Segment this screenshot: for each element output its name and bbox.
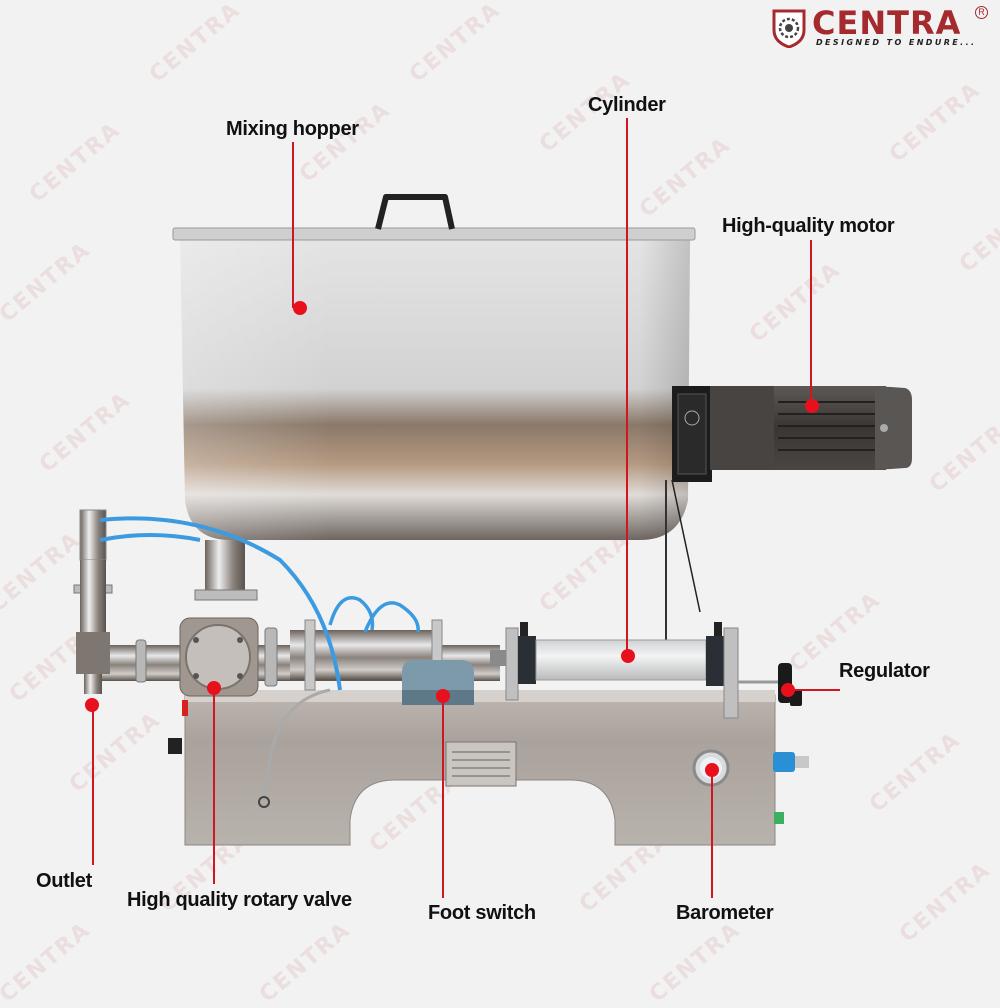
label-high-quality-motor: High-quality motor bbox=[722, 215, 895, 237]
leader-line-barometer bbox=[711, 770, 713, 898]
leader-line-rotary-valve bbox=[213, 688, 215, 884]
leader-line-foot-switch bbox=[442, 696, 444, 898]
label-regulator: Regulator bbox=[839, 660, 930, 682]
marker-dot-barometer bbox=[705, 763, 719, 777]
marker-dot-outlet bbox=[85, 698, 99, 712]
label-cylinder: Cylinder bbox=[588, 94, 666, 116]
marker-dot-motor bbox=[805, 399, 819, 413]
brand-name: CENTRA bbox=[812, 4, 962, 42]
leader-line-motor bbox=[810, 240, 812, 405]
brand-tagline: DESIGNED TO ENDURE... bbox=[816, 38, 977, 47]
leader-line-cylinder bbox=[626, 118, 628, 656]
label-rotary-valve: High quality rotary valve bbox=[127, 889, 352, 911]
marker-dot-cylinder bbox=[621, 649, 635, 663]
brand-logo: CENTRA R DESIGNED TO ENDURE... bbox=[772, 6, 992, 52]
leader-line-outlet bbox=[92, 705, 94, 865]
label-outlet: Outlet bbox=[36, 870, 92, 892]
marker-dot-rotary-valve bbox=[207, 681, 221, 695]
marker-dot-mixing-hopper bbox=[293, 301, 307, 315]
trademark-icon: R bbox=[975, 6, 988, 19]
label-foot-switch: Foot switch bbox=[428, 902, 536, 924]
leader-line-regulator bbox=[788, 689, 840, 691]
marker-dot-foot-switch bbox=[436, 689, 450, 703]
shield-gear-icon bbox=[772, 9, 806, 48]
leader-line-mixing-hopper bbox=[292, 142, 294, 308]
label-barometer: Barometer bbox=[676, 902, 774, 924]
marker-dot-regulator bbox=[781, 683, 795, 697]
label-mixing-hopper: Mixing hopper bbox=[226, 118, 359, 140]
